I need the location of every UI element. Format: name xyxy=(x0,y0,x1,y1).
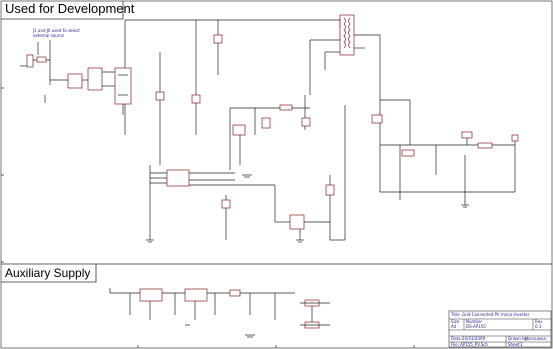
fuse xyxy=(36,56,47,63)
border-ticks xyxy=(1,87,415,348)
output-switch xyxy=(371,114,383,124)
regulator-ic-2 xyxy=(184,288,208,302)
primary-mosfet xyxy=(232,124,246,136)
regulator-ic-1 xyxy=(139,288,163,302)
flyback-transformer xyxy=(339,14,355,56)
startup-resistor xyxy=(155,91,165,101)
title-block: Title Grid Connected PV micro Inverter S… xyxy=(448,310,552,348)
rev-value: 0.1 xyxy=(535,324,542,329)
bulk-resistor xyxy=(191,94,201,104)
sheet-value: 1 xyxy=(520,342,523,347)
aux-inductor xyxy=(229,289,241,297)
sheet-label: Sheet xyxy=(508,342,520,347)
date-label: Date: xyxy=(451,336,462,341)
rev-label: Rev xyxy=(535,319,543,324)
auxiliary-title: Auxiliary Supply xyxy=(5,266,90,280)
bridge-rectifier xyxy=(87,67,103,91)
file-value: AP155_PV.Sch xyxy=(460,342,488,347)
number-label: Number xyxy=(466,319,482,324)
jumper-note-line2: external source xyxy=(33,33,65,38)
ac-output-terminal xyxy=(511,134,519,142)
drawn-label: Drawn by: xyxy=(508,336,528,341)
number-value: DS-AP155 xyxy=(466,324,486,329)
emi-filter xyxy=(67,73,83,89)
current-sense-resistor xyxy=(325,184,335,196)
output-inductor-1 xyxy=(401,149,415,157)
title-label: Title xyxy=(450,312,460,317)
date-value: 20/03/2009 xyxy=(462,336,486,341)
bleed-resistor xyxy=(213,34,223,44)
clamp-diode xyxy=(301,117,311,127)
development-circuit xyxy=(20,14,519,243)
input-connector xyxy=(26,54,34,68)
auxiliary-circuit xyxy=(109,288,330,338)
input-capacitor-bank xyxy=(114,67,132,105)
development-title: Used for Development xyxy=(5,1,135,16)
file-label: File: xyxy=(451,342,459,347)
aux-title-box xyxy=(1,264,97,283)
dev-title-box xyxy=(1,1,124,20)
drawn-value: Hansuwea xyxy=(525,336,546,341)
output-inductor-2 xyxy=(477,142,493,149)
controller-ic xyxy=(166,169,190,187)
snubber-capacitor xyxy=(261,117,271,129)
size-label: Size xyxy=(451,319,460,324)
jumper-note-line1: J1 and J6 used to select xyxy=(32,28,80,33)
lower-mosfet xyxy=(289,214,305,230)
title-value: Grid Connected PV micro Inverter xyxy=(462,312,530,317)
snubber-resistor xyxy=(279,104,293,111)
output-capacitor xyxy=(461,131,473,139)
gate-resistor xyxy=(221,199,231,209)
size-value: A4 xyxy=(451,324,457,329)
